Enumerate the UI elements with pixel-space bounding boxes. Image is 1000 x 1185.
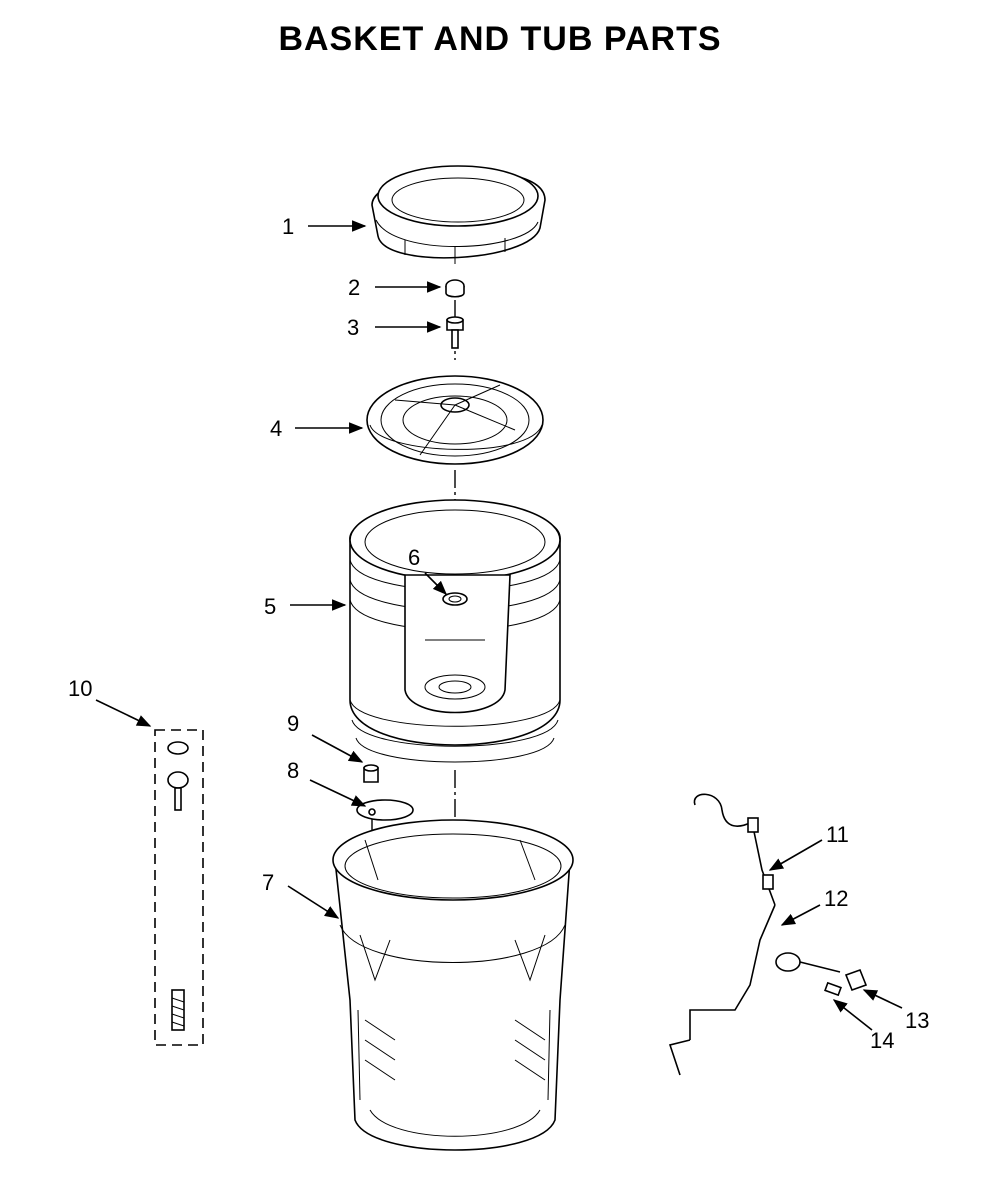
callout-4: 4 [270, 416, 282, 441]
part-7-tub[interactable] [332, 819, 574, 1151]
callout-12: 12 [824, 886, 848, 911]
callout-1: 1 [282, 214, 294, 239]
part-14-screw[interactable] [824, 981, 842, 997]
part-2-cap[interactable] [445, 279, 465, 298]
part-10-hardware-kit[interactable] [154, 729, 204, 1046]
part-1-balance-ring[interactable] [371, 165, 546, 264]
callout-9: 9 [287, 711, 299, 736]
callout-3: 3 [347, 315, 359, 340]
callout-7: 7 [262, 870, 274, 895]
part-6-seal[interactable] [442, 592, 468, 606]
callout-5: 5 [264, 594, 276, 619]
part-8-plate[interactable] [356, 799, 414, 821]
callout-10: 10 [68, 676, 92, 701]
part-3-bolt[interactable] [446, 316, 464, 349]
callout-8: 8 [287, 758, 299, 783]
part-12-sensor[interactable] [775, 952, 841, 973]
part-11-wire-harness[interactable] [668, 793, 776, 1076]
leader-lines [95, 220, 903, 1031]
part-9-nut[interactable] [363, 764, 379, 783]
part-13-clip[interactable] [844, 968, 868, 992]
part-4-impeller[interactable] [366, 375, 544, 465]
page-title: BASKET AND TUB PARTS [278, 20, 722, 58]
part-5-basket[interactable] [349, 499, 561, 763]
callout-13: 13 [905, 1008, 929, 1033]
callout-labels: 1 2 3 4 5 6 7 8 9 10 11 12 13 14 [68, 214, 929, 1053]
callout-14: 14 [870, 1028, 894, 1053]
callout-11: 11 [826, 822, 849, 847]
callout-6: 6 [408, 545, 420, 570]
callout-2: 2 [348, 275, 360, 300]
